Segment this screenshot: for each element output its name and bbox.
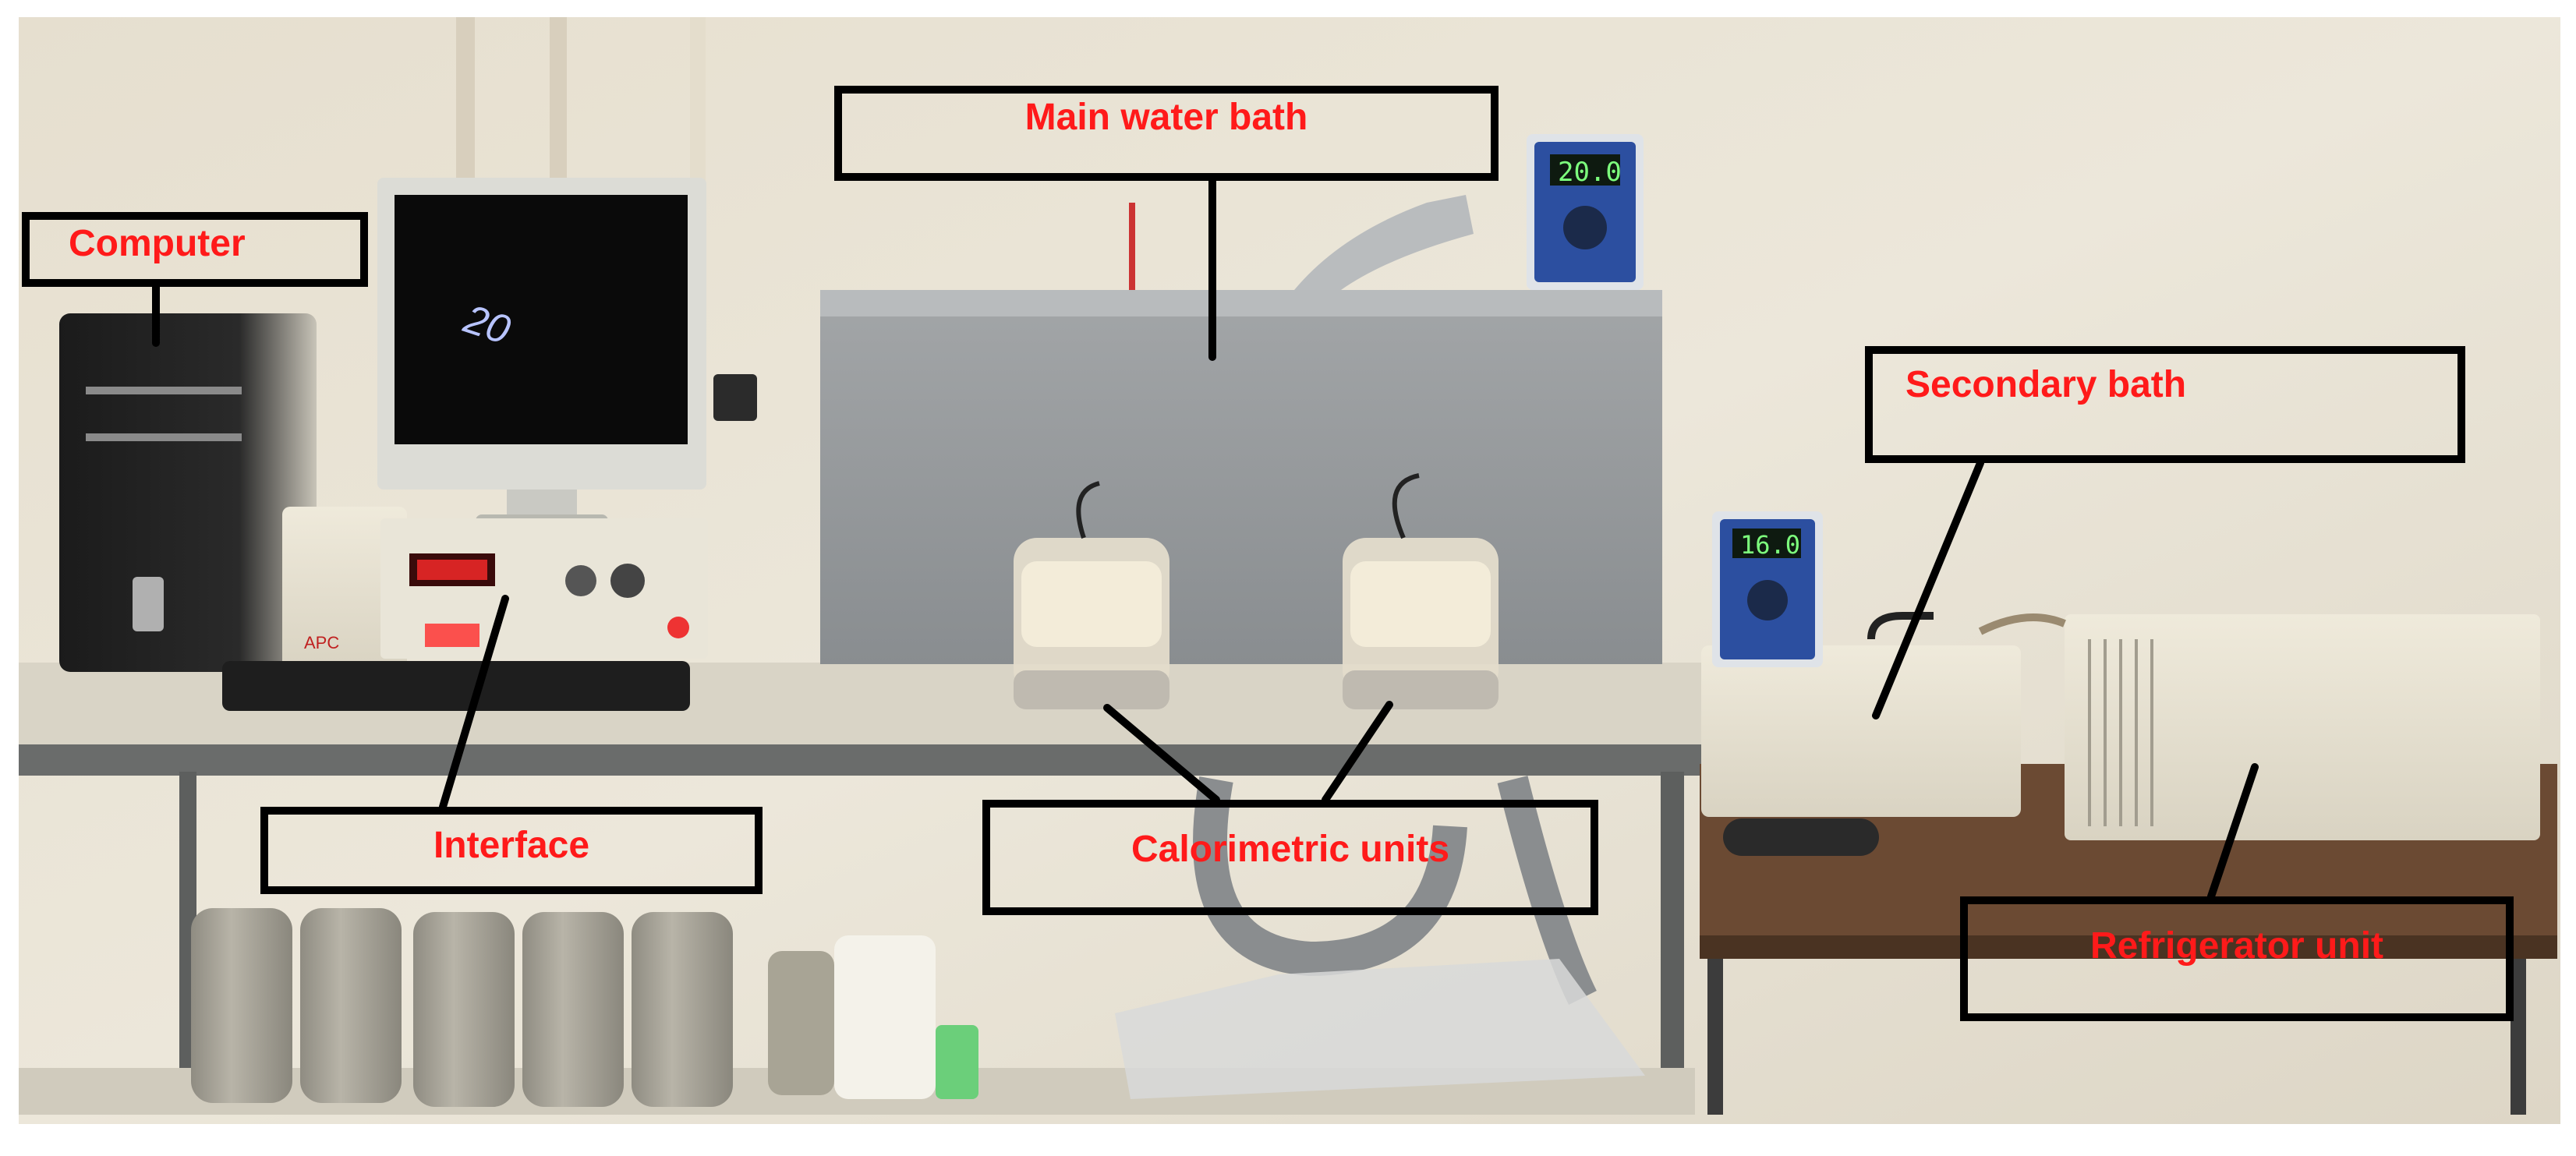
label-main-water-bath: Main water bath [834,86,1499,181]
calorimetric-unit-right [1343,473,1499,709]
calorimetric-unit-left [1014,481,1169,709]
label-computer-text: Computer [69,223,246,264]
label-computer: Computer [22,212,368,287]
label-secondary-bath-text: Secondary bath [1905,364,2187,405]
label-calorimetric-units-text: Calorimetric units [1131,829,1450,870]
label-interface: Interface [260,807,763,894]
ups-brand: APC [304,633,339,652]
label-refrigerator-unit: Refrigerator unit [1960,896,2514,1021]
sample-jars [191,908,978,1107]
label-calorimetric-units: Calorimetric units [982,800,1598,915]
label-main-water-bath-text: Main water bath [1024,97,1308,138]
main-bath-display: 20.0 [1558,157,1622,188]
secondary-bath-display: 16.0 [1740,530,1800,560]
label-refrigerator-unit-text: Refrigerator unit [2089,925,2384,967]
label-interface-text: Interface [433,825,590,866]
label-secondary-bath: Secondary bath [1865,346,2465,463]
